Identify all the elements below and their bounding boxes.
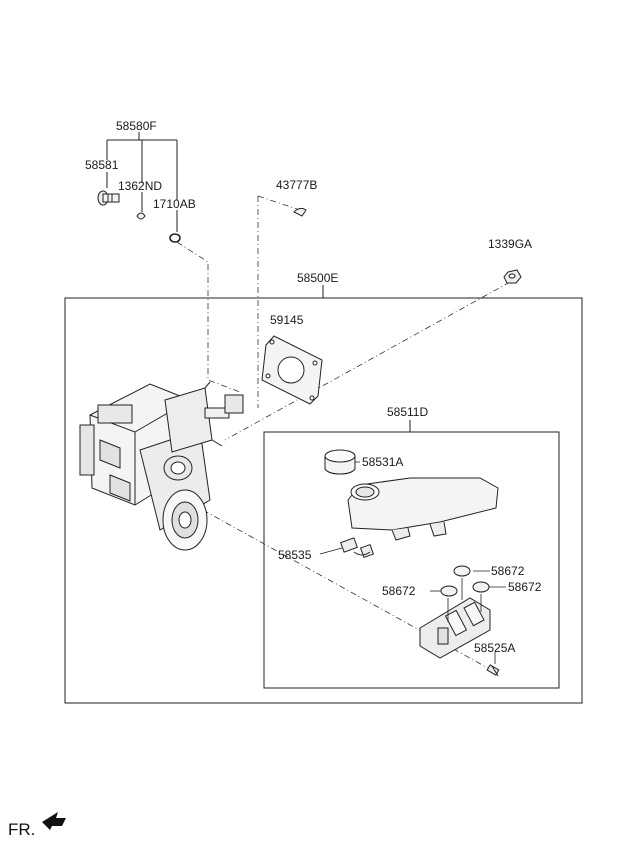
label-43777B: 43777B bbox=[276, 178, 318, 192]
label-1710AB: 1710AB bbox=[153, 197, 196, 211]
nut-1339GA bbox=[503, 269, 522, 284]
label-58581: 58581 bbox=[85, 158, 119, 172]
label-58531A: 58531A bbox=[362, 455, 404, 469]
label-1339GA: 1339GA bbox=[488, 237, 533, 251]
sensor-58535 bbox=[340, 537, 375, 559]
label-58500E: 58500E bbox=[297, 271, 339, 285]
gasket-59145 bbox=[261, 335, 323, 405]
cap-58531A bbox=[324, 449, 356, 475]
label-58672-right: 58672 bbox=[508, 580, 542, 594]
direction-label: FR. bbox=[8, 820, 36, 839]
booster-assembly bbox=[79, 381, 244, 551]
clip-1362ND bbox=[136, 212, 146, 220]
screw-58525A bbox=[486, 664, 500, 677]
reservoir-frame-58511D bbox=[263, 431, 560, 689]
grommets-58672 bbox=[440, 565, 490, 597]
clip-43777B bbox=[293, 207, 307, 217]
label-1362ND: 1362ND bbox=[118, 179, 163, 193]
fr-arrow-icon bbox=[42, 812, 66, 830]
reservoir-58511D bbox=[347, 477, 499, 541]
label-59145: 59145 bbox=[270, 313, 304, 327]
label-58535: 58535 bbox=[278, 548, 312, 562]
oring-1710AB bbox=[169, 233, 181, 243]
label-58672-top: 58672 bbox=[491, 564, 525, 578]
bracket-block bbox=[419, 597, 491, 659]
label-58580F: 58580F bbox=[116, 119, 157, 133]
label-58511D: 58511D bbox=[387, 405, 429, 419]
label-58525A: 58525A bbox=[474, 641, 516, 655]
bolt-58581 bbox=[97, 190, 120, 206]
label-58672-left: 58672 bbox=[382, 584, 416, 598]
